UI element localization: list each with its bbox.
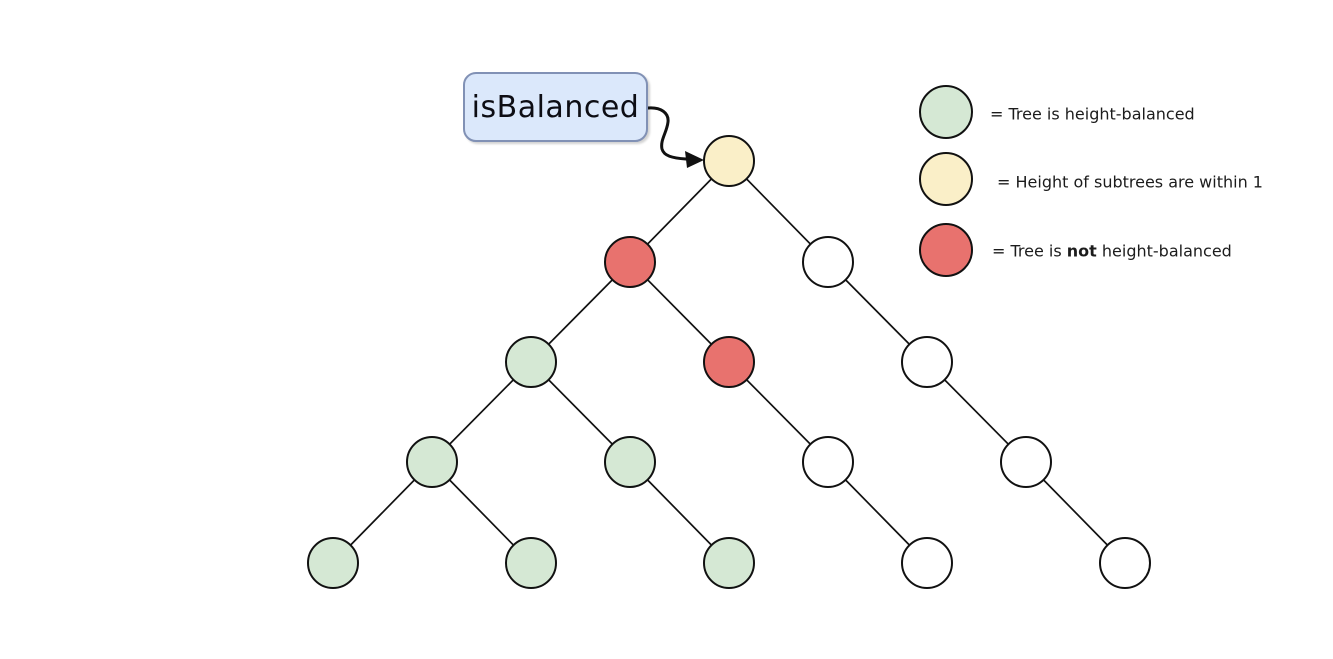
legend-swatch-unbalanced [919,223,973,277]
tree-node-l4-c [802,436,854,488]
tree-node-l5-e [1099,537,1151,589]
tree-node-l5-a [307,537,359,589]
arrowhead-icon [685,151,704,168]
tree-node-root [703,135,755,187]
legend-item-within1: = Height of subtrees are within 1 [997,173,1263,192]
legend-text: = Height of subtrees are within 1 [997,172,1263,192]
nodes-layer [307,85,1151,589]
tree-node-l2-left [604,236,656,288]
tree-node-l4-a [406,436,458,488]
legend-swatch-balanced [919,85,973,139]
tree-node-l5-b [505,537,557,589]
tree-node-l2-right [802,236,854,288]
tree-node-l4-b [604,436,656,488]
tree-node-l5-d [901,537,953,589]
legend-text: = Tree is [992,241,1067,261]
legend-swatch-within1 [919,152,973,206]
tree-node-l3-left [505,336,557,388]
legend-item-unbalanced: = Tree is not height-balanced [992,242,1232,261]
label-arrow [646,106,704,168]
arrow-connector [646,106,688,161]
legend-item-balanced: = Tree is height-balanced [990,105,1195,124]
legend-text: = Tree is height-balanced [990,104,1195,124]
isbalanced-label: isBalanced [471,89,640,125]
tree-node-l5-c [703,537,755,589]
tree-node-l4-d [1000,436,1052,488]
tree-node-l3-right [901,336,953,388]
legend-text-suffix: height-balanced [1096,241,1232,261]
tree-node-l3-mid [703,336,755,388]
isbalanced-callout: isBalanced [463,72,648,142]
legend-text-bold: not [1066,241,1097,261]
